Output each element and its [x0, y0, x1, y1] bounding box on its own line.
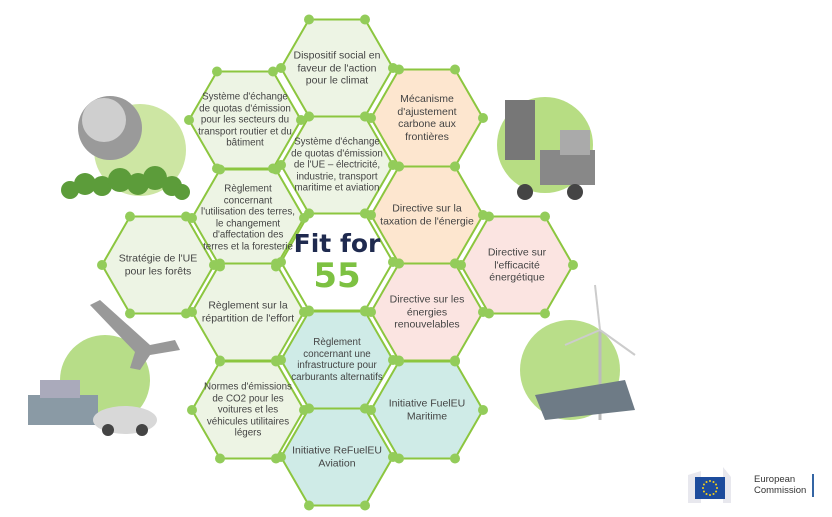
european-commission-text: European Commission [754, 474, 806, 496]
transport-image [28, 300, 180, 436]
hexagon-node-dot [450, 356, 460, 367]
hexagon-node-dot [360, 208, 370, 219]
hexagon-node-dot [296, 115, 306, 125]
hexagon-node-dot [450, 161, 460, 172]
hexagon-node-dot [304, 305, 314, 316]
eu-star-icon [712, 493, 715, 496]
hexagon-node-dot [304, 111, 314, 122]
hexagon-node-dot [276, 63, 286, 73]
renewables-image [520, 284, 636, 420]
hexagon-node-dot [125, 308, 135, 319]
hexagon-label: Initiative FuelEU Maritime [388, 397, 466, 423]
fit-for-55-title: Fit for 55 [293, 229, 381, 296]
hexagon-label: Système d'échange de quotas d'émission d… [291, 136, 383, 194]
hexagon-label: Règlement sur la répartition de l'effort [201, 299, 295, 325]
hexagon-node-dot [394, 64, 404, 75]
eu-star-icon [709, 494, 711, 496]
hexagon-label: Dispositif social en faveur de l'action … [293, 49, 381, 87]
hexagon-node-dot [568, 260, 578, 270]
hexagon-label: Mécanisme d'ajustement carbone aux front… [397, 93, 457, 143]
hexagon-node-dot [215, 356, 225, 367]
logo-line1: European [754, 474, 796, 485]
hexagon-node-dot [271, 356, 281, 367]
hexagon-node-dot [394, 161, 404, 172]
hexagon-node-dot [388, 452, 398, 462]
eu-star-icon [705, 493, 708, 496]
hexagon-node-dot [212, 66, 222, 77]
hexagon-label: Directive sur l'efficacité énergétique [487, 246, 547, 284]
hexagon-label: Système d'échange de quotas d'émission p… [198, 91, 292, 149]
container-crane-image [497, 97, 595, 200]
eu-star-icon [702, 483, 705, 486]
hexagon-node-dot [388, 257, 398, 267]
eu-flag-icon [695, 477, 725, 499]
hexagon-node-dot [450, 64, 460, 75]
hexagon-label: Directive sur les énergies renouvelables [389, 293, 465, 331]
hexagon-node-dot [181, 211, 191, 222]
hexagon-node-dot [478, 405, 488, 415]
hexagon-node-dot [271, 164, 281, 175]
hexagon-node-dot [215, 453, 225, 464]
hexagon-node-dot [184, 115, 194, 125]
hexagon-node-dot [304, 500, 314, 511]
hexagon-node-dot [360, 14, 370, 25]
hexagon-node-dot [478, 307, 488, 317]
hexagon-node-dot [276, 257, 286, 267]
hexagon-node-dot [360, 500, 370, 511]
hexagon-label: Règlement concernant l'utilisation des t… [201, 183, 295, 253]
eu-star-icon [702, 490, 705, 493]
european-commission-logo [688, 467, 731, 503]
hexagon-node-dot [187, 405, 197, 415]
logo-line2: Commission [754, 485, 807, 496]
hexagon-node-dot [304, 14, 314, 25]
eu-star-icon [715, 490, 718, 493]
hexagon-label: Directive sur la taxation de l'énergie [380, 202, 474, 228]
hexagon-label: Initiative ReFuelEU Aviation [292, 444, 382, 470]
hexagon-node-dot [540, 211, 550, 222]
hexagon-node-dot [97, 260, 107, 270]
title-line1: Fit for [293, 229, 381, 258]
hexagon-label: Normes d'émissions de CO2 pour les voitu… [204, 381, 292, 439]
hexagon-node-dot [276, 452, 286, 462]
title-line2: 55 [313, 256, 361, 296]
hexagon-node-dot [360, 403, 370, 414]
hexagon-node-dot [215, 258, 225, 269]
eu-star-icon [712, 480, 715, 483]
hexagon-node-dot [484, 211, 494, 222]
hexagon-node-dot [394, 356, 404, 367]
hexagon-node-dot [268, 66, 278, 77]
hexagon-node-dot [360, 305, 370, 316]
hexagon-node-dot [450, 453, 460, 464]
hexagon-node-dot [125, 211, 135, 222]
globe-image [61, 96, 190, 200]
eu-star-icon [716, 487, 718, 489]
eu-star-icon [705, 480, 708, 483]
hexagon-node-dot [304, 403, 314, 414]
hexagon-label: Règlement concernant une infrastructure … [291, 337, 383, 383]
hexagon-node-dot [187, 307, 197, 317]
hexagon-node-dot [450, 258, 460, 269]
hexagon-node-dot [360, 111, 370, 122]
eu-star-icon [709, 480, 711, 482]
eu-star-icon [702, 487, 704, 489]
hexagon-node-dot [215, 164, 225, 175]
hexagon-node-dot [478, 113, 488, 123]
hexagon-label: Stratégie de l'UE pour les forêts [118, 252, 198, 278]
eu-star-icon [715, 483, 718, 486]
hexagon-node-dot [304, 208, 314, 219]
hexagon-node-dot [540, 308, 550, 319]
logo-divider [812, 474, 814, 497]
